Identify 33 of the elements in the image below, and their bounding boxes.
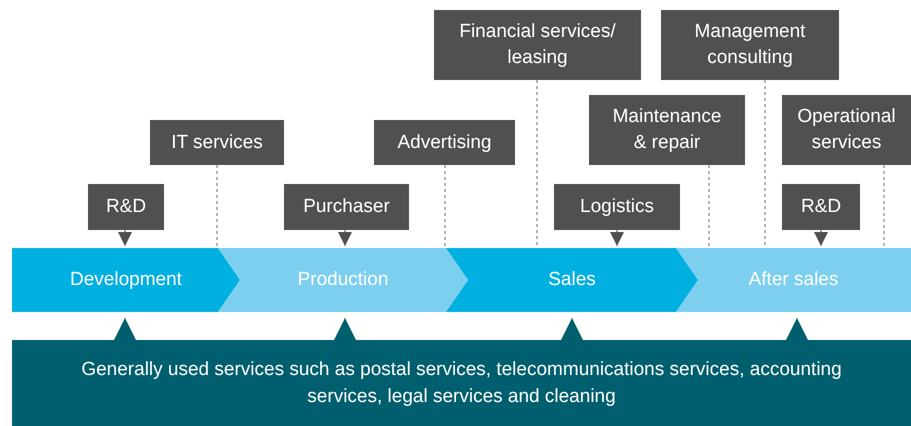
leader-line xyxy=(444,165,446,248)
callout-box: IT services xyxy=(150,120,284,165)
leader-line xyxy=(764,80,766,248)
callout-box: R&D xyxy=(88,184,164,230)
callout-box: Maintenance & repair xyxy=(589,95,745,165)
pointer-arrow xyxy=(338,230,352,246)
pointer-arrow xyxy=(814,230,828,246)
pointer-arrow xyxy=(786,318,808,340)
stage-label: Production xyxy=(298,269,388,291)
pointer-arrow xyxy=(118,230,132,246)
chevron-stage xyxy=(12,248,240,312)
callout-box: Operational services xyxy=(782,95,911,165)
chevron-stage xyxy=(218,248,468,312)
stage-label: Development xyxy=(70,269,182,291)
callout-box: R&D xyxy=(782,184,860,230)
callout-box: Advertising xyxy=(374,120,515,165)
pointer-arrow xyxy=(114,318,136,340)
pointer-arrow xyxy=(561,318,583,340)
service-band: Generally used services such as postal services, telecommunications services, accounting services, legal services and cleaning xyxy=(12,340,911,426)
chevron-stage xyxy=(446,248,698,312)
leader-line xyxy=(708,165,710,248)
chevron-stage xyxy=(676,248,911,312)
leader-line xyxy=(536,80,538,248)
leader-line xyxy=(883,165,885,248)
pointer-arrow xyxy=(610,230,624,246)
stage-label: Sales xyxy=(548,269,596,291)
callout-box: Purchaser xyxy=(284,184,409,230)
callout-box: Logistics xyxy=(554,184,680,230)
pointer-arrow xyxy=(334,318,356,340)
leader-line xyxy=(216,165,218,248)
callout-box: Financial services/ leasing xyxy=(434,10,641,80)
stage-label: After sales xyxy=(748,269,838,291)
callout-box: Management consulting xyxy=(661,10,839,80)
